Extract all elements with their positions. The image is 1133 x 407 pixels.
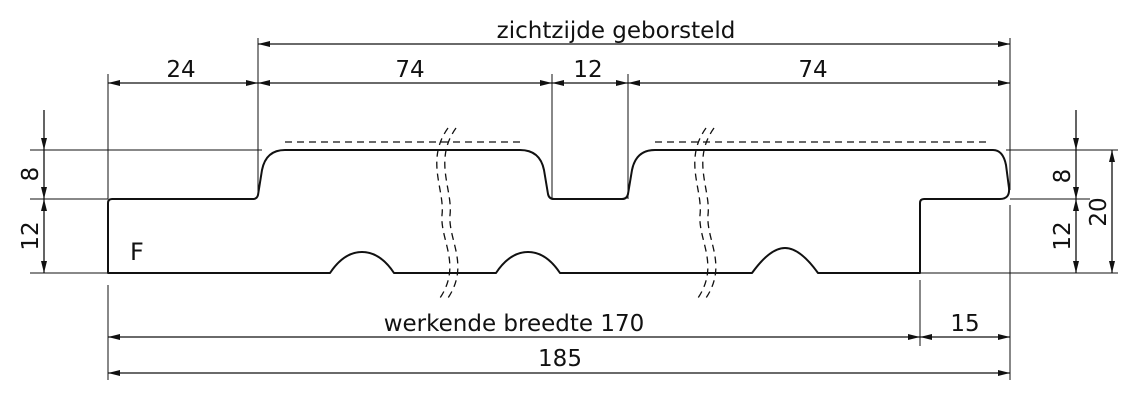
- dim-working-width: werkende breedte 170: [384, 311, 645, 337]
- title-brushed-face: zichtzijde geborsteld: [497, 18, 736, 44]
- dim-8-left: 8: [18, 167, 44, 182]
- dim-12-top: 12: [573, 57, 602, 83]
- dim-74-left: 74: [395, 57, 424, 83]
- profile-letter-f: F: [130, 238, 144, 266]
- board-profile: [107, 149, 1011, 274]
- dim-total-width: 185: [538, 346, 582, 372]
- break-line-left: [436, 127, 459, 299]
- dim-20-right: 20: [1086, 197, 1112, 226]
- dim-24: 24: [166, 57, 195, 83]
- dim-12-left: 12: [18, 221, 44, 250]
- dim-12-right: 12: [1050, 221, 1076, 250]
- break-line-right: [694, 127, 717, 299]
- dim-74-right: 74: [798, 57, 827, 83]
- dim-8-right: 8: [1050, 169, 1076, 184]
- dimension-lines: [41, 41, 1115, 376]
- dim-15: 15: [950, 311, 979, 337]
